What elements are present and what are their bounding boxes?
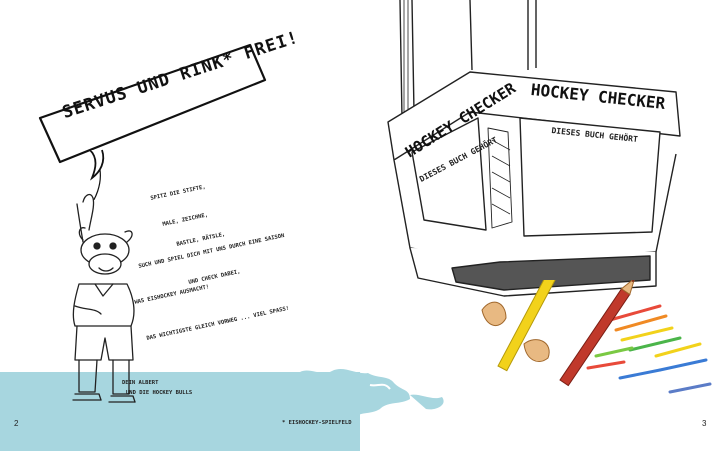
page-number-left: 2 xyxy=(14,419,19,428)
activity-line: UND CHECK DABEI, xyxy=(188,268,242,286)
rink-footnote: * EISHOCKEY-SPIELFELD xyxy=(282,420,352,426)
right-page: HOCKEY CHECKER HOCKEY CHECKER DIESES BUC… xyxy=(360,0,720,451)
pencils-and-shavings xyxy=(481,280,712,394)
speech-bubble xyxy=(38,43,267,200)
activity-line: DAS WICHTIGSTE GLEICH VORWEG ... VIEL SP… xyxy=(146,305,290,342)
activity-line: WAS EISHOCKEY AUSMACHT! xyxy=(134,284,210,306)
scoreboard-illustration xyxy=(387,0,681,297)
activity-line: BASTLE, RÄTSLE, xyxy=(176,231,226,248)
mascot-bull-illustration xyxy=(72,193,136,403)
signature-line-2: UND DIE HOCKEY BULLS xyxy=(126,390,193,396)
page-number-right: 3 xyxy=(702,419,707,428)
activity-line: MALE, ZEICHNE, xyxy=(162,212,209,228)
ice-splash xyxy=(260,369,444,451)
signature-line-1: DEIN ALBERT xyxy=(122,380,159,386)
